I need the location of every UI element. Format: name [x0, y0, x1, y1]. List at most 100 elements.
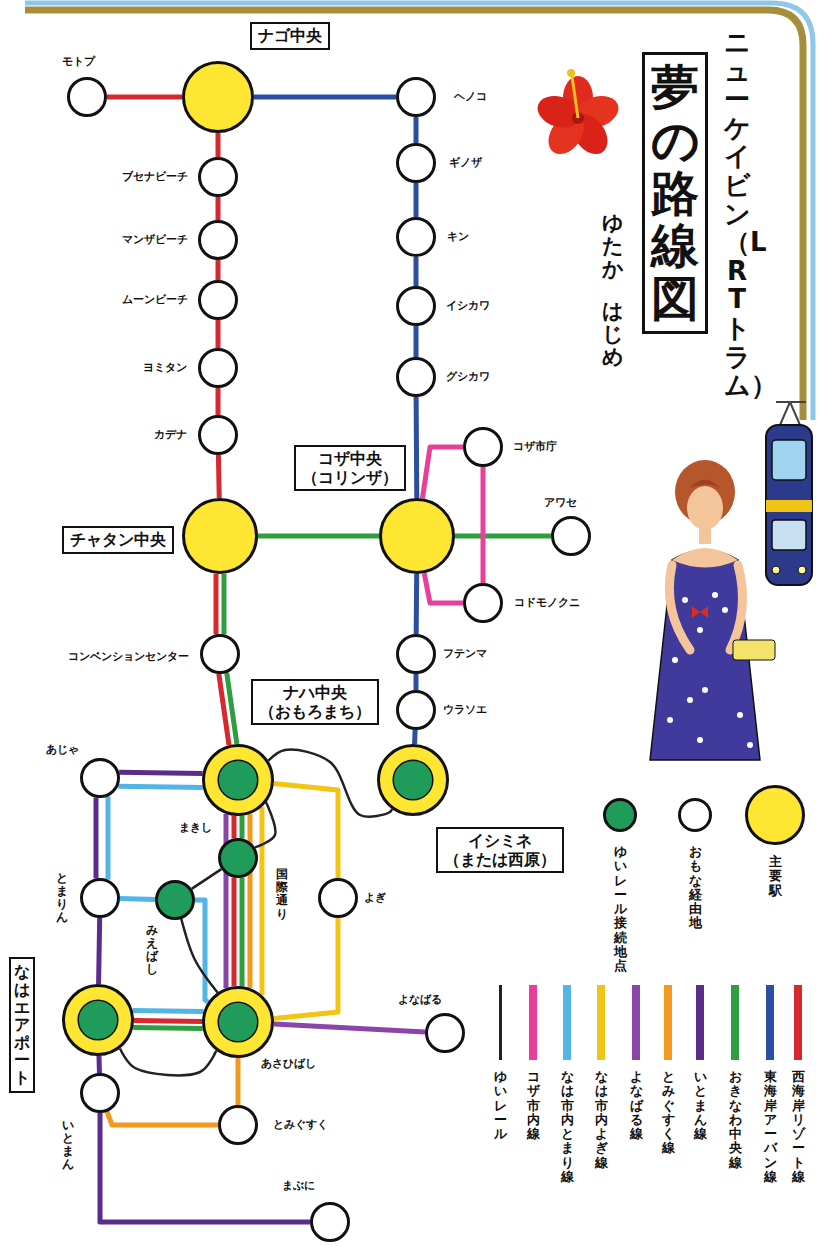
legend-symbol [678, 798, 712, 832]
main-station: なはエアポート [62, 984, 134, 1056]
author-name: ゆたか [602, 212, 623, 281]
tram-line [414, 117, 419, 143]
tram-line [216, 388, 221, 415]
station-name: よなばる [396, 993, 444, 1006]
station-shape [198, 220, 238, 260]
station-circle: よなばる [425, 1013, 465, 1053]
station-ring [184, 63, 253, 132]
station-name: ヘノコ [452, 90, 489, 103]
station-circle: いとまん [80, 1073, 120, 1113]
station-circle: コザ市庁 [463, 427, 503, 467]
legend-swatch [794, 985, 802, 1060]
station-ring [82, 1075, 119, 1112]
woman-illustration [650, 460, 775, 760]
station-shape [396, 634, 436, 674]
station-ring [553, 518, 590, 555]
tram-line [236, 1058, 241, 1105]
station-ring [204, 746, 273, 815]
tram-line [118, 786, 203, 787]
main-station: コザ中央 （コリンザ） [379, 498, 455, 574]
tram-line [216, 455, 222, 498]
station-circle: まぶに [310, 1202, 350, 1242]
tram-line [216, 260, 221, 280]
legend-symbol [603, 798, 637, 832]
tram-line [119, 772, 202, 773]
station-circle: ヨミタン [198, 348, 238, 388]
hibiscus-flower [533, 69, 622, 161]
station-shape [463, 583, 503, 623]
station-circle: コンベンションセンター [200, 634, 240, 674]
legend-text: なは市内よぎ線 [595, 1070, 608, 1170]
station-name: まきし [177, 821, 214, 834]
station-ring [200, 159, 237, 196]
station-shape [396, 77, 436, 117]
station-shape [67, 77, 107, 117]
station-shape [318, 878, 358, 918]
station-ring [200, 282, 237, 319]
station-circle: コドモノクニ [463, 583, 503, 623]
tram-line [414, 326, 419, 357]
station-name-box: チャタン中央 [62, 526, 174, 553]
station-shape [218, 1105, 258, 1145]
station-circle: ブセナビーチ [198, 157, 238, 197]
tram-line [274, 784, 338, 878]
author-name: はじめ [602, 300, 623, 369]
legend-circle [747, 787, 804, 844]
station-shape [396, 286, 436, 326]
station-shape [80, 878, 120, 918]
station-name: ムーンビーチ [120, 293, 190, 306]
station-ring [398, 636, 435, 673]
yui-rail-dot [393, 760, 433, 800]
station-ring [64, 986, 133, 1055]
legend-text: いとまん線 [694, 1070, 707, 1141]
main-station: チャタン中央 [182, 498, 258, 574]
station-shape [62, 984, 134, 1056]
station-shape [396, 217, 436, 257]
station-circle: とまりん [80, 878, 120, 918]
tram-line [214, 574, 219, 635]
legend-text: ゆいレール 接続地点 [614, 845, 627, 974]
station-shape [377, 744, 449, 816]
station-ring [202, 636, 239, 673]
station-circle: まきし [218, 838, 258, 878]
tram-line [107, 95, 182, 100]
tram-line [254, 95, 396, 100]
station-circle: イシカワ [396, 286, 436, 326]
station-circle: ヘノコ [396, 77, 436, 117]
tram-line [227, 673, 237, 744]
tram-line [414, 674, 419, 690]
frame-line-blue [25, 3, 813, 420]
main-station: ナゴ中央 [182, 61, 254, 133]
station-circle: ウラソエ [396, 690, 436, 730]
station-ring [379, 746, 448, 815]
tram-line [258, 534, 379, 539]
tram-line [414, 183, 419, 217]
station-name: ブセナビーチ [120, 170, 190, 183]
station-name: ヨミタン [141, 361, 189, 374]
tram-line [412, 730, 418, 744]
station-ring [69, 79, 106, 116]
station-shape [198, 348, 238, 388]
station-name: ギノザ [447, 156, 484, 169]
legend-swatch [696, 985, 704, 1060]
station-circle: フテンマ [396, 634, 436, 674]
station-name: とまりん [56, 872, 68, 925]
station-ring [465, 585, 502, 622]
station-name: モトプ [60, 55, 97, 68]
station-circle: あじゃ [80, 758, 120, 798]
tram-line [414, 257, 419, 286]
station-name: グシカワ [444, 370, 492, 383]
legend-text: 主要駅 [769, 855, 782, 898]
station-shape [396, 357, 436, 397]
station-shape [182, 498, 258, 574]
station-circle: キン [396, 217, 436, 257]
station-name-box: ナゴ中央 [250, 22, 330, 49]
station-name: コザ市庁 [511, 440, 559, 453]
tram-line [222, 574, 227, 635]
tram-line [422, 447, 463, 498]
station-name: コドモノクニ [512, 596, 582, 609]
station-circle: みえばし [155, 880, 195, 920]
station-name: いとまん [62, 1119, 74, 1172]
station-shape [80, 758, 120, 798]
station-name: まぶに [280, 1179, 317, 1192]
